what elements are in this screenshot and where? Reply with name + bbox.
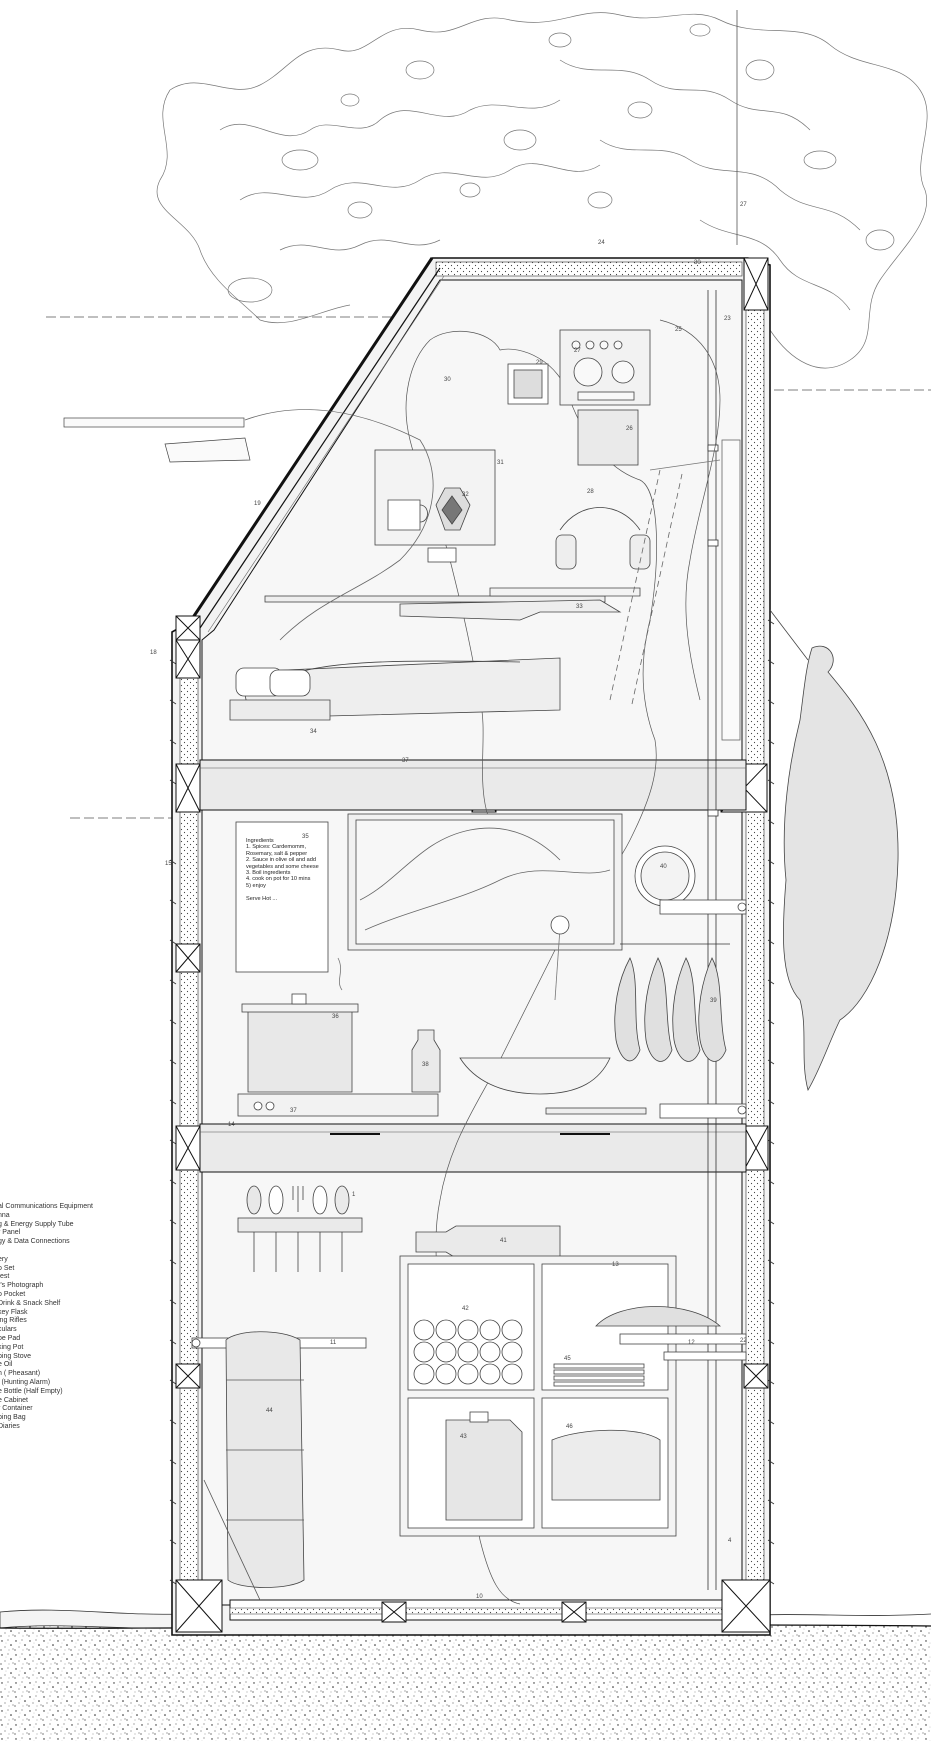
legend-item: Diaries <box>0 1422 20 1430</box>
callout-34: 34 <box>310 729 317 735</box>
legend-item: h ( Pheasant) <box>0 1370 41 1378</box>
callout-22: 22 <box>740 1338 747 1344</box>
callout-1: 1 <box>352 1192 356 1198</box>
legend-item: l (Hunting Alarm) <box>0 1378 51 1386</box>
callout-30b: 30 <box>444 377 451 383</box>
recipe-line: Serve Hot ... <box>246 895 278 902</box>
callout-4: 4 <box>728 1538 732 1544</box>
ground <box>0 1609 931 1741</box>
structural-posts <box>175 257 771 1633</box>
callout-40: 40 <box>660 864 667 870</box>
legend-item: culars <box>0 1326 17 1334</box>
callout-31: 31 <box>497 460 504 466</box>
recipe-line: vegetables and some cheese <box>246 863 319 870</box>
floors <box>199 759 747 1173</box>
middle-floor <box>235 813 747 1119</box>
callout-42: 42 <box>462 1306 469 1312</box>
recipe-title: Ingredients <box>246 838 274 844</box>
callout-25: 25 <box>675 327 682 333</box>
callout-29: 29 <box>536 360 543 366</box>
callout-30: 30 <box>694 260 701 266</box>
legend-item <box>0 1247 93 1256</box>
recipe-line: 4. cook on pot for 10 mins <box>246 876 311 883</box>
callout-45: 45 <box>564 1356 571 1362</box>
legend-item: nna <box>0 1211 10 1219</box>
callout-37a: 37 <box>402 758 409 764</box>
callout-27a: 27 <box>740 202 747 208</box>
legend-item: key Flask <box>0 1308 28 1316</box>
legend-item: e Cabinet <box>0 1396 28 1404</box>
legend-item: ery <box>0 1255 8 1263</box>
legend-item: e Bottle (Half Empty) <box>0 1387 63 1395</box>
legend-item: o Pocket <box>0 1290 26 1298</box>
recipe-line: 3. Boil ingredients <box>246 870 291 877</box>
legend-item: al Communications Equipment <box>0 1203 93 1210</box>
callout-39: 39 <box>710 998 717 1004</box>
legend-item: o Set <box>0 1264 15 1272</box>
callout-12: 12 <box>688 1340 695 1346</box>
hanging-bird <box>769 609 899 1092</box>
callout-15: 15 <box>165 861 172 867</box>
recipe-line: 5) enjoy <box>246 882 266 889</box>
callout-46: 46 <box>566 1424 573 1430</box>
tree-canopy <box>156 10 928 369</box>
callout-10: 10 <box>476 1594 483 1600</box>
rifle-outside <box>63 417 251 463</box>
legend-item: Drink & Snack Shelf <box>0 1299 61 1307</box>
recipe-card: Ingredients 1. Spices: Cardemomm, Rosema… <box>246 838 322 902</box>
vertical-rail <box>707 290 719 1590</box>
legend-item: ping Stove <box>0 1352 32 1360</box>
callout-37: 37 <box>290 1108 297 1114</box>
callout-13: 13 <box>612 1262 619 1268</box>
callout-36: 36 <box>332 1014 339 1020</box>
legend-item: king Pot <box>0 1343 24 1351</box>
callout-23: 23 <box>724 316 731 322</box>
callout-numbers: 27 24 30 23 25 27 29 30 26 31 28 32 19 3… <box>150 202 747 1600</box>
callout-33: 33 <box>576 604 583 610</box>
legend-item: ing Rifles <box>0 1317 27 1325</box>
callout-44: 44 <box>266 1408 273 1414</box>
recipe-line: 2. Sauce in olive oil and add <box>246 857 316 864</box>
callout-14: 14 <box>228 1122 235 1128</box>
callout-19: 19 <box>254 501 261 507</box>
legend-item: r Container <box>0 1405 33 1413</box>
callout-38: 38 <box>422 1062 429 1068</box>
legend-item: oe Pad <box>0 1334 21 1342</box>
legend-item: r's Photograph <box>0 1282 44 1290</box>
callout-41: 41 <box>500 1238 507 1244</box>
legend-item: ping Bag <box>0 1414 26 1422</box>
recipe-line: Rosemary, salt & pepper <box>246 850 308 857</box>
callout-35: 35 <box>302 834 309 840</box>
callout-11: 11 <box>330 1340 337 1346</box>
callout-32: 32 <box>462 492 469 498</box>
callout-26: 26 <box>626 426 633 432</box>
callout-27: 27 <box>574 348 581 354</box>
legend: al Communications Equipment nna g & Ener… <box>0 1203 93 1432</box>
recipe-line: 1. Spices: Cardemomm, <box>246 844 306 851</box>
legend-item: e Oil <box>0 1361 13 1369</box>
bottom-floor <box>191 1185 747 1601</box>
level-lines <box>46 316 931 819</box>
callout-43: 43 <box>460 1434 467 1440</box>
callout-18: 18 <box>150 650 157 656</box>
legend-item: r Panel <box>0 1229 21 1237</box>
legend-item: gy & Data Connections <box>0 1238 70 1246</box>
top-floor <box>229 329 741 741</box>
callout-24: 24 <box>598 240 605 246</box>
callout-28: 28 <box>587 489 594 495</box>
legend-item: g & Energy Supply Tube <box>0 1220 74 1228</box>
